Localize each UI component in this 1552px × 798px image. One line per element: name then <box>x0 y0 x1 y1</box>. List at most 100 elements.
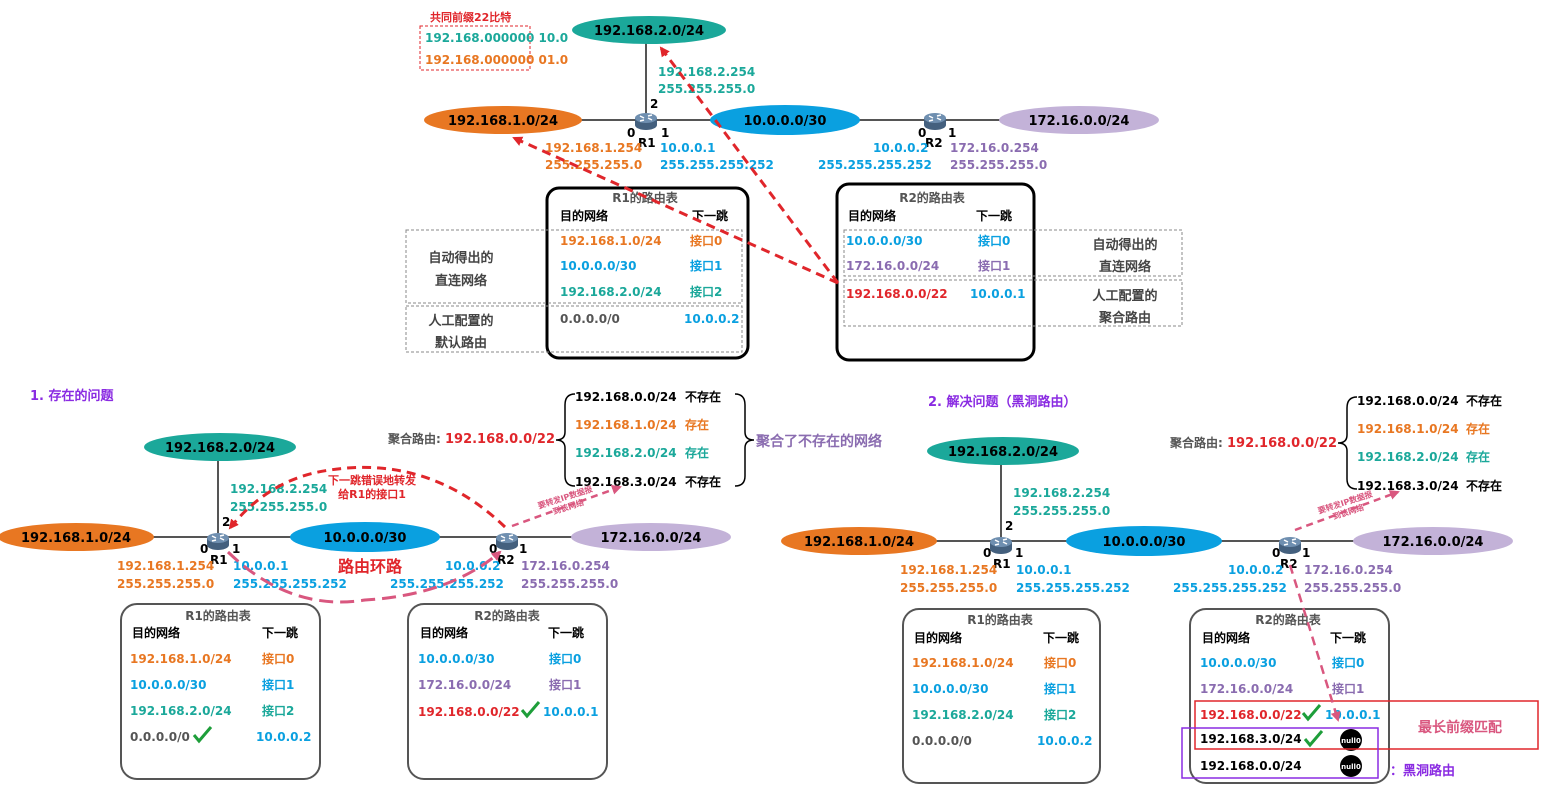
network-label: 192.168.1.0/24 <box>448 114 558 129</box>
prefix-line: 192.168.000000 01.0 <box>425 53 568 67</box>
network-172-16-0-0 <box>999 106 1159 134</box>
interface-mask: 255.255.255.0 <box>900 581 997 595</box>
subnet-item: 192.168.3.0/24 <box>1357 479 1459 493</box>
interface-ip: 172.16.0.254 <box>1304 563 1393 577</box>
annotation-text: 人工配置的 <box>1092 288 1157 304</box>
annotation-box <box>405 229 743 304</box>
r1-routing-table <box>120 603 321 780</box>
table-title: R1的路由表 <box>967 612 1034 627</box>
subnet-status: 存在 <box>1465 421 1490 436</box>
router-icon <box>206 532 230 551</box>
r2-routing-table <box>1189 608 1390 784</box>
network-label: 10.0.0.0/30 <box>1103 535 1186 550</box>
null0-icon <box>1340 755 1362 777</box>
section-title: 1. 存在的问题 <box>30 388 115 404</box>
port-label: 0 <box>1272 546 1280 560</box>
table-title: R2的路由表 <box>474 608 541 623</box>
blackhole-arrow <box>1288 564 1341 722</box>
r2-routing-table <box>407 603 608 780</box>
network-192-168-2-0 <box>572 16 726 44</box>
route-dest: 0.0.0.0/0 <box>130 730 190 744</box>
interface-ip: 192.168.1.254 <box>545 141 642 155</box>
interface-ip: 192.168.1.254 <box>117 559 214 573</box>
router-icon <box>1278 536 1302 555</box>
route-dest: 192.168.0.0/24 <box>1200 759 1302 773</box>
port-label: 2 <box>222 515 230 529</box>
prefix-title: 共同前缀22比特 <box>430 10 511 24</box>
port-label: 0 <box>200 542 208 556</box>
arrow-note: 给R1的接口1 <box>338 487 406 501</box>
prefix-box <box>419 25 531 71</box>
r1-routing-table <box>545 186 750 360</box>
subnet-item: 192.168.1.0/24 <box>1357 422 1459 436</box>
route-dest: 192.168.1.0/24 <box>130 652 232 666</box>
longest-match-box <box>1194 700 1539 750</box>
right-brace <box>734 393 755 487</box>
route-next-hop: 接口1 <box>1332 681 1364 696</box>
interface-ip: 10.0.0.1 <box>233 559 288 573</box>
interface-mask: 255.255.255.0 <box>1013 504 1110 518</box>
interface-ip: 10.0.0.2 <box>873 141 928 155</box>
annotation-box <box>843 229 1183 277</box>
section-1: 1. 存在的问题 192.168.2.0/24 192.168.1.0/24 1… <box>0 388 882 780</box>
route-next-hop: 接口1 <box>549 677 581 692</box>
route-next-hop: 接口0 <box>690 233 722 248</box>
annotation-box <box>405 305 743 353</box>
interface-ip: 192.168.2.254 <box>658 65 755 79</box>
network-label: 192.168.2.0/24 <box>165 441 275 456</box>
table-title: R1的路由表 <box>185 608 252 623</box>
annotation-text: 直连网络 <box>1099 259 1151 275</box>
column-header: 下一跳 <box>262 625 298 640</box>
subnet-status: 存在 <box>684 417 709 432</box>
annotation-text: 默认路由 <box>435 335 487 351</box>
network-10-0-0-0 <box>290 522 440 552</box>
blackhole-label: ：黑洞路由 <box>1390 763 1455 779</box>
router-icon <box>923 112 947 131</box>
route-next-hop: 接口1 <box>1044 681 1076 696</box>
column-header: 目的网络 <box>914 630 962 645</box>
subnet-status: 不存在 <box>685 474 721 489</box>
blackhole-box <box>1181 727 1379 779</box>
route-dest: 192.168.2.0/24 <box>912 708 1014 722</box>
port-label: 1 <box>948 126 956 140</box>
network-label: 10.0.0.0/30 <box>324 531 407 546</box>
top-diagram: 192.168.2.0/24 192.168.1.0/24 10.0.0.0/3… <box>405 10 1183 362</box>
route-dest: 172.16.0.0/24 <box>1200 682 1293 696</box>
route-dest: 192.168.0.0/22 <box>418 705 520 719</box>
interface-ip: 10.0.0.1 <box>1016 563 1071 577</box>
loop-label: 路由环路 <box>338 557 403 576</box>
longest-match-label: 最长前缀匹配 <box>1418 719 1502 736</box>
route-dest: 192.168.0.0/22 <box>1200 708 1302 722</box>
route-next-hop: 接口0 <box>549 651 581 666</box>
router-icon <box>634 112 658 131</box>
left-brace <box>555 393 576 487</box>
route-dest: 192.168.1.0/24 <box>560 234 662 248</box>
route-next-hop: 接口0 <box>978 233 1010 248</box>
column-header: 下一跳 <box>548 625 584 640</box>
column-header: 目的网络 <box>848 208 896 223</box>
check-icon <box>1303 730 1324 748</box>
interface-mask: 255.255.255.0 <box>1304 581 1401 595</box>
aggregate-label: 聚合路由: 192.168.0.0/22 <box>1169 435 1337 451</box>
column-header: 下一跳 <box>976 208 1012 223</box>
subnet-status: 不存在 <box>685 389 721 404</box>
network-label: 192.168.2.0/24 <box>948 445 1058 460</box>
column-header: 目的网络 <box>560 208 608 223</box>
annotation-text: 自动得出的 <box>428 250 493 266</box>
router-label: R2 <box>1280 557 1298 571</box>
route-dest: 10.0.0.0/30 <box>418 652 495 666</box>
network-label: 172.16.0.0/24 <box>601 531 702 546</box>
network-label: 192.168.1.0/24 <box>804 535 914 550</box>
subnet-status: 存在 <box>1465 449 1490 464</box>
arrow-note: 下一跳错误地转发 <box>328 473 417 487</box>
port-label: 0 <box>918 126 926 140</box>
router-label: R1 <box>993 557 1011 571</box>
route-next-hop: 接口1 <box>690 258 722 273</box>
column-header: 目的网络 <box>132 625 180 640</box>
interface-ip: 10.0.0.1 <box>660 141 715 155</box>
aggregation-arrow <box>659 46 840 284</box>
prefix-line: 192.168.000000 10.0 <box>425 31 568 45</box>
interface-mask: 255.255.255.252 <box>818 158 932 172</box>
left-brace <box>1337 396 1358 490</box>
